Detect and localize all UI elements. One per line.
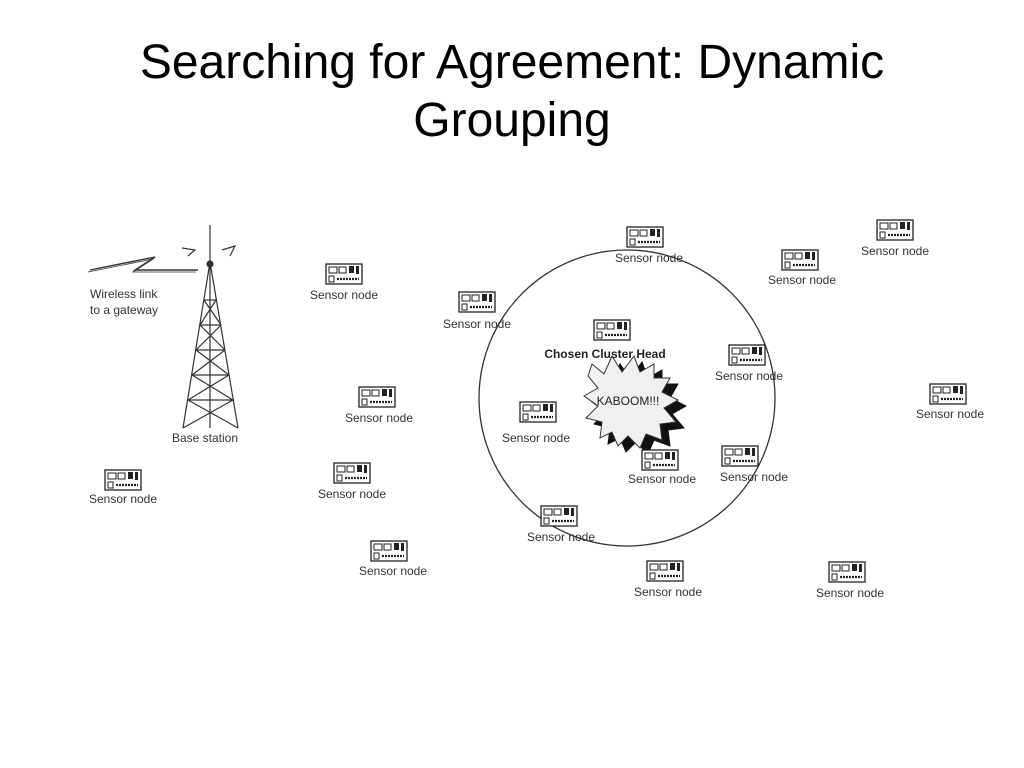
- wireless-link-bolt-icon: [89, 256, 198, 271]
- sensor-node: Sensor node: [318, 462, 386, 501]
- sensor-node-label: Sensor node: [345, 411, 413, 425]
- cluster-boundary-circle: [478, 249, 776, 547]
- sensor-node-icon: [929, 383, 967, 405]
- sensor-node: Sensor node: [359, 540, 427, 578]
- sensor-node: Sensor node: [720, 445, 788, 484]
- sensor-node: Sensor node: [768, 249, 836, 287]
- sensor-node: Sensor node: [816, 561, 884, 600]
- kaboom-label: KABOOM!!!: [597, 394, 660, 408]
- slide-title: Searching for Agreement: Dynamic Groupin…: [0, 34, 1024, 150]
- wireless-link-label-line-2: to a gateway: [90, 303, 158, 317]
- sensor-node-icon: [540, 505, 578, 527]
- base-station-label: Base station: [172, 431, 238, 445]
- sensor-node-label: Sensor node: [634, 585, 702, 599]
- sensor-node: [593, 319, 631, 341]
- kaboom-burst-fill: [583, 354, 680, 449]
- sensor-node: Sensor node: [345, 386, 413, 425]
- sensor-node-label: Sensor node: [720, 470, 788, 484]
- sensor-node-label: Sensor node: [318, 487, 386, 501]
- sensor-node-icon: [519, 401, 557, 423]
- sensor-node: Sensor node: [715, 344, 783, 383]
- sensor-node: Sensor node: [310, 263, 378, 302]
- sensor-node: Sensor node: [634, 560, 702, 599]
- sensor-node-icon: [626, 226, 664, 248]
- sensor-node-icon: [458, 291, 496, 313]
- sensor-node-icon: [876, 219, 914, 241]
- sensor-node-icon: [646, 560, 684, 582]
- sensor-node-label: Sensor node: [715, 369, 783, 383]
- slide-title-line-2: Grouping: [413, 94, 611, 147]
- sensor-node-label: Sensor node: [502, 431, 570, 445]
- sensor-node: Sensor node: [502, 401, 570, 445]
- sensor-node-icon: [333, 462, 371, 484]
- sensor-node-icon: [593, 319, 631, 341]
- slide-title-line-1: Searching for Agreement: Dynamic: [139, 36, 885, 89]
- sensor-node: Sensor node: [615, 226, 683, 265]
- sensor-node-icon: [104, 469, 142, 491]
- sensor-node: Sensor node: [628, 449, 696, 486]
- cluster-head-label: Chosen Cluster Head: [544, 347, 665, 361]
- sensor-node-icon: [728, 344, 766, 366]
- sensor-node: Sensor node: [89, 469, 157, 506]
- sensor-node: Sensor node: [443, 291, 511, 331]
- sensor-node-label: Sensor node: [615, 251, 683, 265]
- sensor-node-label: Sensor node: [768, 273, 836, 287]
- sensor-node-label: Sensor node: [816, 586, 884, 600]
- base-station-tower-icon: [87, 225, 239, 429]
- sensor-node-icon: [641, 449, 679, 471]
- sensor-node: Sensor node: [861, 219, 929, 258]
- wireless-link-label-line-1: Wireless link: [90, 287, 158, 301]
- sensor-node-icon: [828, 561, 866, 583]
- sensor-node-label: Sensor node: [628, 472, 696, 486]
- sensor-node-label: Sensor node: [89, 492, 157, 506]
- sensor-node-label: Sensor node: [527, 530, 595, 544]
- sensor-node-label: Sensor node: [916, 407, 984, 421]
- sensor-node-label: Sensor node: [443, 317, 511, 331]
- kaboom-burst-icon: [583, 354, 688, 455]
- sensor-node-label: Sensor node: [359, 564, 427, 578]
- sensor-node: Sensor node: [916, 383, 984, 421]
- sensor-node-icon: [370, 540, 408, 562]
- sensor-node-label: Sensor node: [861, 244, 929, 258]
- sensor-node-icon: [358, 386, 396, 408]
- sensor-node-icon: [325, 263, 363, 285]
- sensor-node-label: Sensor node: [310, 288, 378, 302]
- sensor-node-icon: [781, 249, 819, 271]
- sensor-node-icon: [721, 445, 759, 467]
- sensor-node: Sensor node: [527, 505, 595, 544]
